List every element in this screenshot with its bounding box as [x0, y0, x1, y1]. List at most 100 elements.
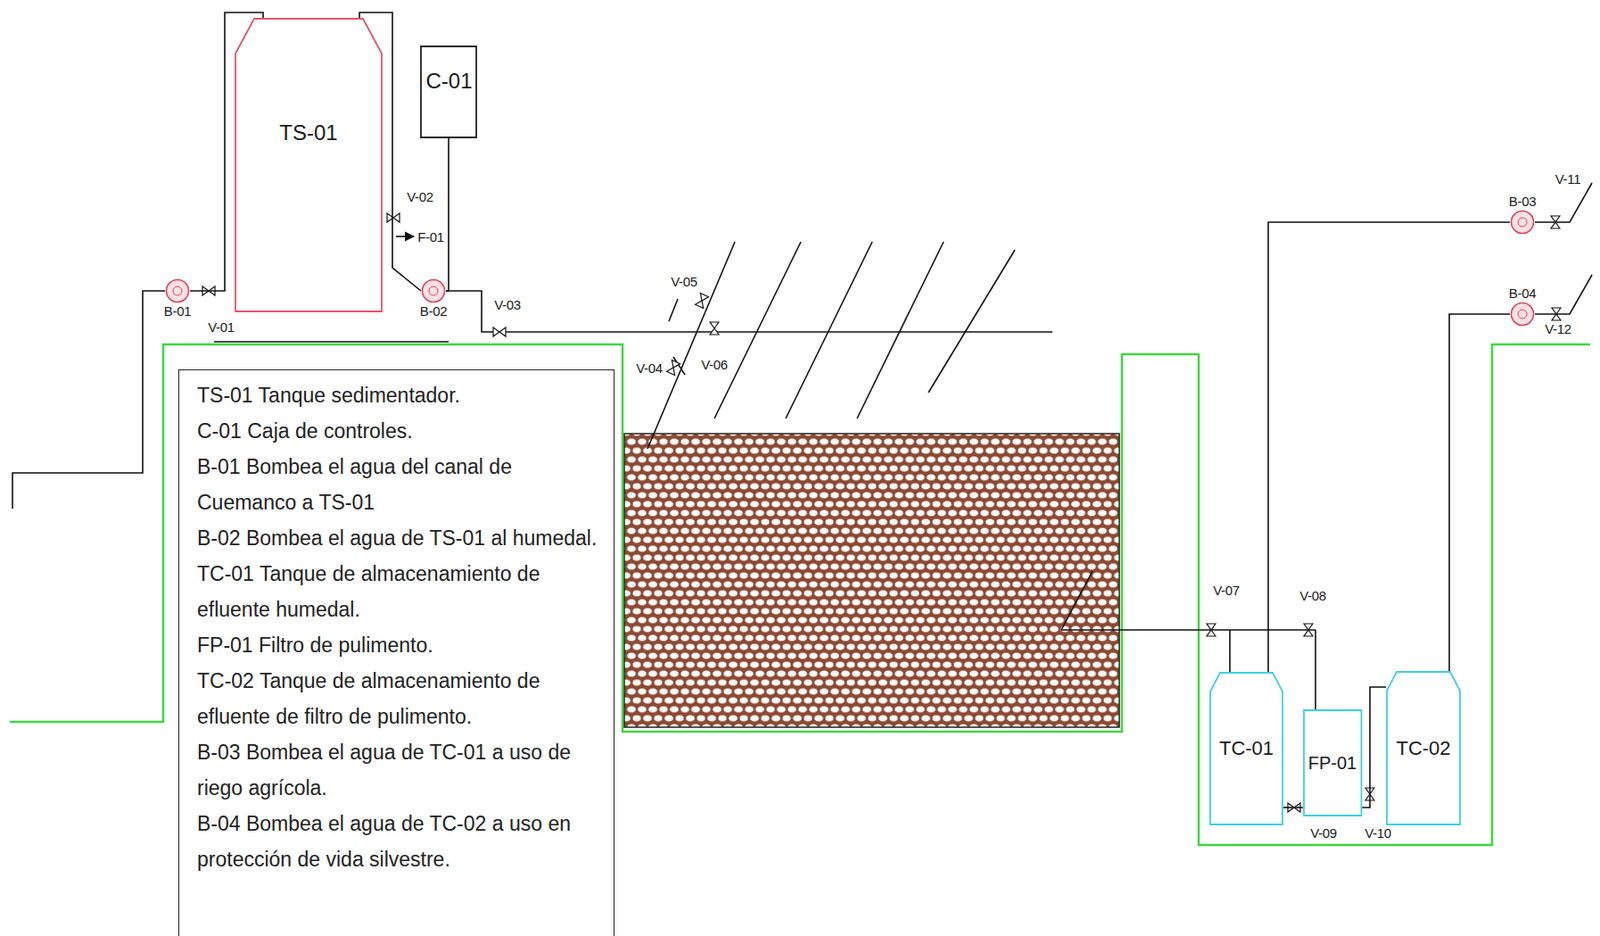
- pipe-lines: [1267, 671, 1270, 727]
- pipe-connector: [189, 12, 264, 291]
- wetland-bed: [624, 433, 1120, 727]
- storage-tank-shape: [1386, 671, 1460, 825]
- label-holder: V-12: [1543, 321, 1573, 338]
- legend-entry: TS-01 Tanque sedimentador.: [197, 377, 602, 413]
- pipe-lines: [1391, 686, 1408, 705]
- pipe-lines: [1314, 629, 1317, 727]
- valve-symbol: [387, 213, 400, 223]
- pipe-lines: [1061, 570, 1093, 630]
- pipe-lines: [1534, 274, 1592, 314]
- pipe-lines: [358, 17, 361, 118]
- pump: B-02: [417, 278, 451, 320]
- storage-tank-outline: [1385, 670, 1461, 825]
- valve-tag: V-01: [206, 319, 236, 335]
- valve-symbol: [667, 360, 681, 376]
- label-holder: V-10: [1363, 824, 1393, 842]
- valve-symbol: [695, 293, 710, 309]
- legend-entry: B-04 Bombea el agua de TC-02 a uso en pr…: [197, 805, 602, 877]
- pump: B-03: [1506, 193, 1540, 235]
- storage-tank-outline: [1209, 671, 1284, 825]
- pump-body: [422, 280, 446, 303]
- pump-impeller: [1517, 217, 1527, 227]
- control-box: C-01: [420, 45, 478, 139]
- valve-tag: V-02: [405, 189, 435, 205]
- valve-tag: V-12: [1543, 321, 1573, 337]
- equipment-tag: TC-02: [1395, 736, 1451, 760]
- label-holder: V-09: [1309, 824, 1338, 842]
- label-holder: V-04: [635, 360, 664, 377]
- valve-tag: V-07: [1212, 582, 1241, 598]
- pump: B-04: [1506, 285, 1540, 327]
- polishing-filter-outline: [1303, 709, 1362, 817]
- valve-tag: V-04: [635, 360, 664, 376]
- ground-line: [9, 344, 1591, 845]
- valve-symbol: [493, 327, 506, 337]
- pipe-lines: [12, 17, 1592, 727]
- pipe-lines: [395, 235, 414, 238]
- pipe-lines: [262, 17, 264, 67]
- valve-symbol: [1206, 623, 1216, 636]
- legend-entry: B-03 Bombea el agua de TC-01 a uso de ri…: [197, 734, 602, 806]
- pump-impeller: [428, 286, 438, 296]
- pipe-lines: [12, 290, 165, 509]
- control-box-outline: [420, 45, 478, 139]
- valve-symbol: [1550, 215, 1560, 229]
- pipe-lines: [445, 290, 1053, 332]
- pump: B-01: [161, 278, 195, 320]
- valve-tag: V-03: [493, 296, 522, 313]
- sedimentation-tank: TS-01: [234, 17, 383, 313]
- label-holder: V-03: [493, 296, 522, 314]
- ground-line: [9, 344, 1591, 845]
- sedimentation-tank-shape: [235, 18, 382, 312]
- label-holder: V-06: [700, 356, 729, 373]
- pipe-connector: [359, 12, 421, 291]
- equipment-tag: FP-01: [1308, 752, 1357, 774]
- storage-tank-shape: [1210, 672, 1283, 825]
- pump-impeller: [1517, 309, 1527, 319]
- pipe-lines: [928, 249, 1015, 393]
- control-box-shape: [420, 46, 477, 138]
- pump-symbol: [164, 278, 190, 304]
- label-holder: V-01: [206, 319, 236, 336]
- pump-impeller: [173, 286, 182, 296]
- pipe-connector: [1268, 222, 1510, 672]
- pipe-connector: [1283, 806, 1304, 809]
- equipment-tag: TS-01: [279, 120, 338, 146]
- valve-symbol: [1551, 307, 1561, 321]
- legend-note-box: TS-01 Tanque sedimentador.C-01 Caja de c…: [178, 369, 615, 936]
- storage-tank: TC-01: [1209, 671, 1284, 825]
- pump-body: [166, 280, 190, 303]
- pump-body: [1511, 303, 1535, 326]
- legend-entry: TC-01 Tanque de almacenamiento de efluen…: [197, 555, 602, 627]
- legend-entry: C-01 Caja de controles.: [197, 412, 602, 449]
- pipe-lines: [214, 340, 449, 343]
- equipment-tag: C-01: [425, 68, 472, 94]
- pipe-connector: [445, 138, 449, 291]
- valve-tag: F-01: [416, 229, 446, 245]
- legend-entry: B-01 Bombea el agua del canal de Cuemanc…: [197, 448, 602, 520]
- legend-entry: TC-02 Tanque de almacenamiento de efluen…: [197, 662, 602, 735]
- pump-label: B-04: [1509, 285, 1537, 302]
- pipe-connector: [1449, 313, 1510, 671]
- valve-tag: V-05: [669, 273, 699, 289]
- label-holder: V-08: [1298, 587, 1328, 604]
- label-holder: V-07: [1212, 582, 1241, 599]
- valve-tag: V-06: [700, 356, 729, 372]
- pump-label: B-03: [1509, 193, 1537, 210]
- label-holder: V-02: [405, 189, 435, 206]
- polishing-filter-shape: [1303, 709, 1361, 816]
- pipe-lines: [857, 241, 944, 419]
- pump-symbol: [420, 278, 446, 304]
- pipe-lines: [647, 241, 735, 449]
- valve-symbol: [1303, 623, 1313, 636]
- pipe-lines: [1228, 629, 1231, 692]
- polishing-filter: FP-01: [1303, 709, 1362, 817]
- equipment-tag: TC-01: [1219, 736, 1274, 760]
- pipe-lines: [1448, 670, 1451, 727]
- pump-symbol: [1509, 209, 1535, 235]
- valve-tag: V-08: [1298, 587, 1328, 603]
- pump-symbol: [1509, 301, 1535, 327]
